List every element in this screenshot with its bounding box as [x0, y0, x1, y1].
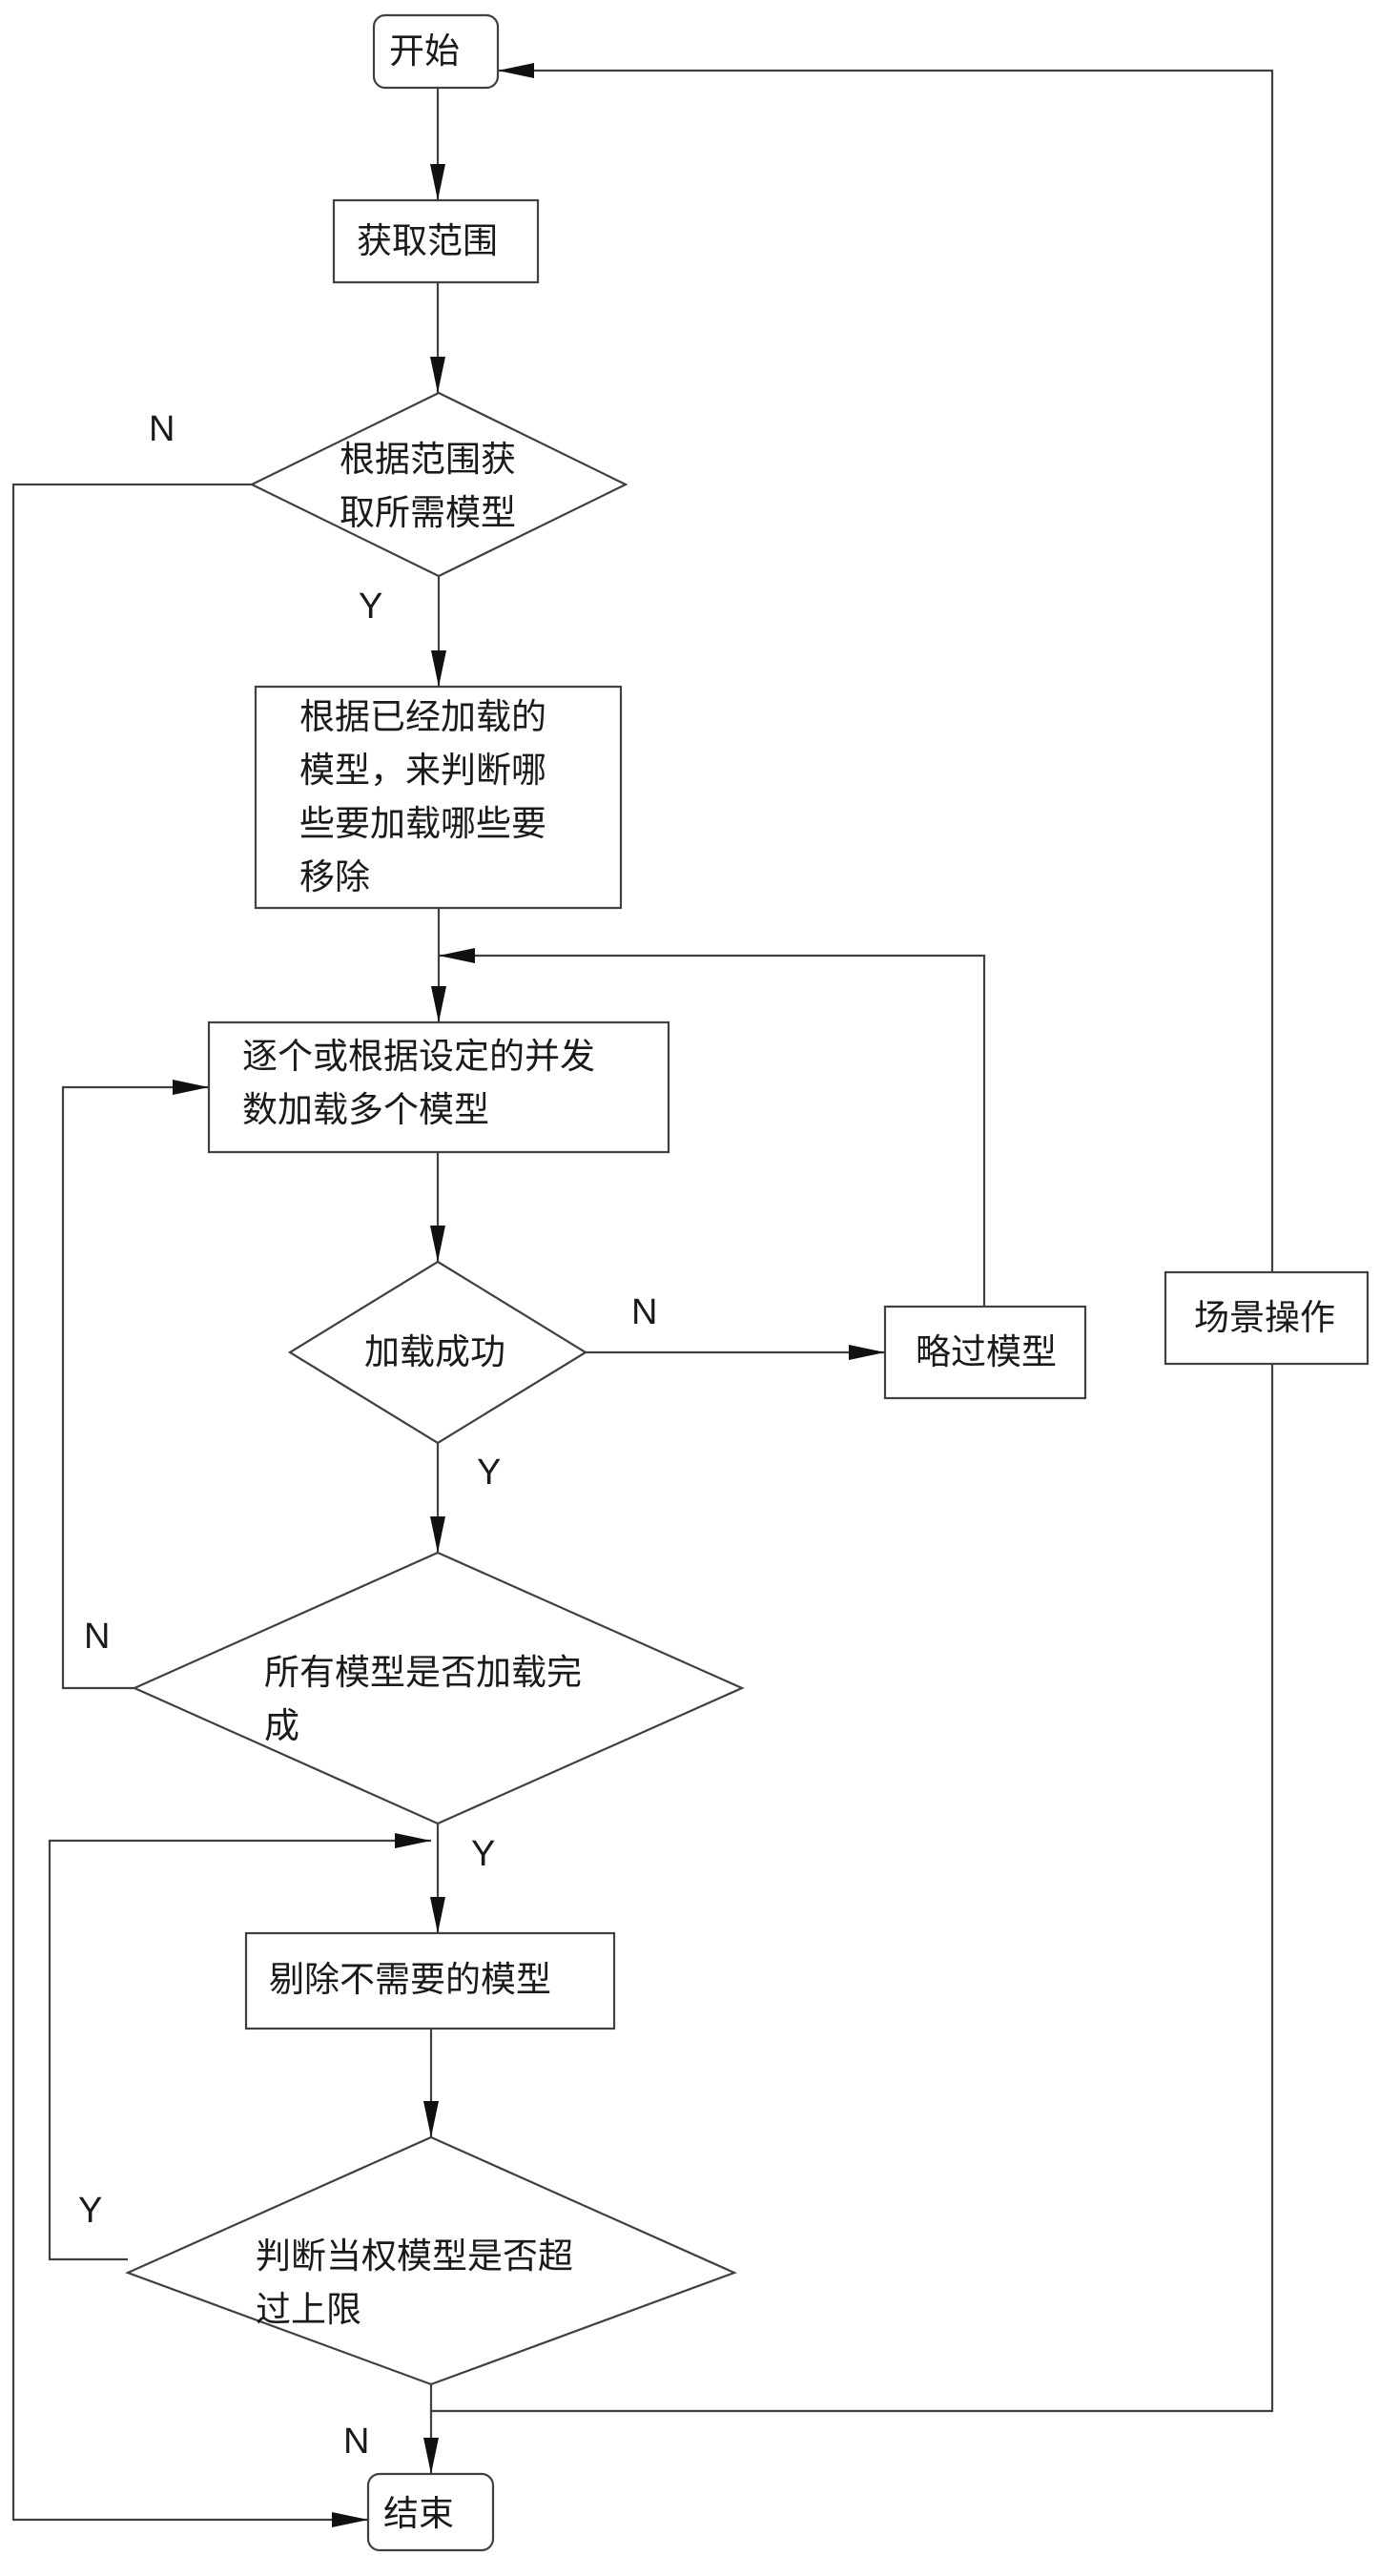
skip-model-node-label: 略过模型 — [916, 1331, 1057, 1372]
decide-load-remove-node-label: 根据已经加载的 模型，来判断哪 些要加载哪些要 移除 — [299, 696, 546, 897]
load-success-yes-label: Y — [477, 1453, 502, 1493]
end-node-label: 结束 — [383, 2493, 454, 2534]
over-limit-yes-label: Y — [78, 2191, 103, 2231]
over-limit-decision-label: 判断当权模型是否超 过上限 — [256, 2236, 573, 2330]
arrowheads — [173, 63, 885, 2527]
remove-unneeded-node — [244, 1931, 616, 2030]
get-range-node-label: 获取范围 — [357, 220, 498, 261]
start-node — [372, 13, 500, 90]
all-loaded-no-label: N — [84, 1617, 111, 1657]
load-models-node-label: 逐个或根据设定的并发 数加载多个模型 — [242, 1036, 595, 1130]
scene-op-node — [1164, 1270, 1370, 1366]
get-range-node — [332, 198, 540, 284]
scene-op-node-label: 场景操作 — [1194, 1297, 1335, 1338]
remove-unneeded-node-label: 剔除不需要的模型 — [269, 1959, 551, 2000]
start-node-label: 开始 — [389, 31, 460, 72]
all-loaded-decision-label: 所有模型是否加载完 成 — [264, 1652, 582, 1746]
need-models-decision-label: 根据范围获 取所需模型 — [340, 439, 516, 533]
need-models-no-label: N — [149, 409, 175, 449]
edge-lines — [11, 69, 1274, 2522]
over-limit-no-label: N — [343, 2421, 370, 2462]
load-success-no-label: N — [631, 1292, 658, 1332]
all-loaded-yes-label: Y — [471, 1834, 496, 1874]
load-success-decision-label: 加载成功 — [364, 1331, 505, 1372]
need-models-yes-label: Y — [359, 587, 383, 627]
